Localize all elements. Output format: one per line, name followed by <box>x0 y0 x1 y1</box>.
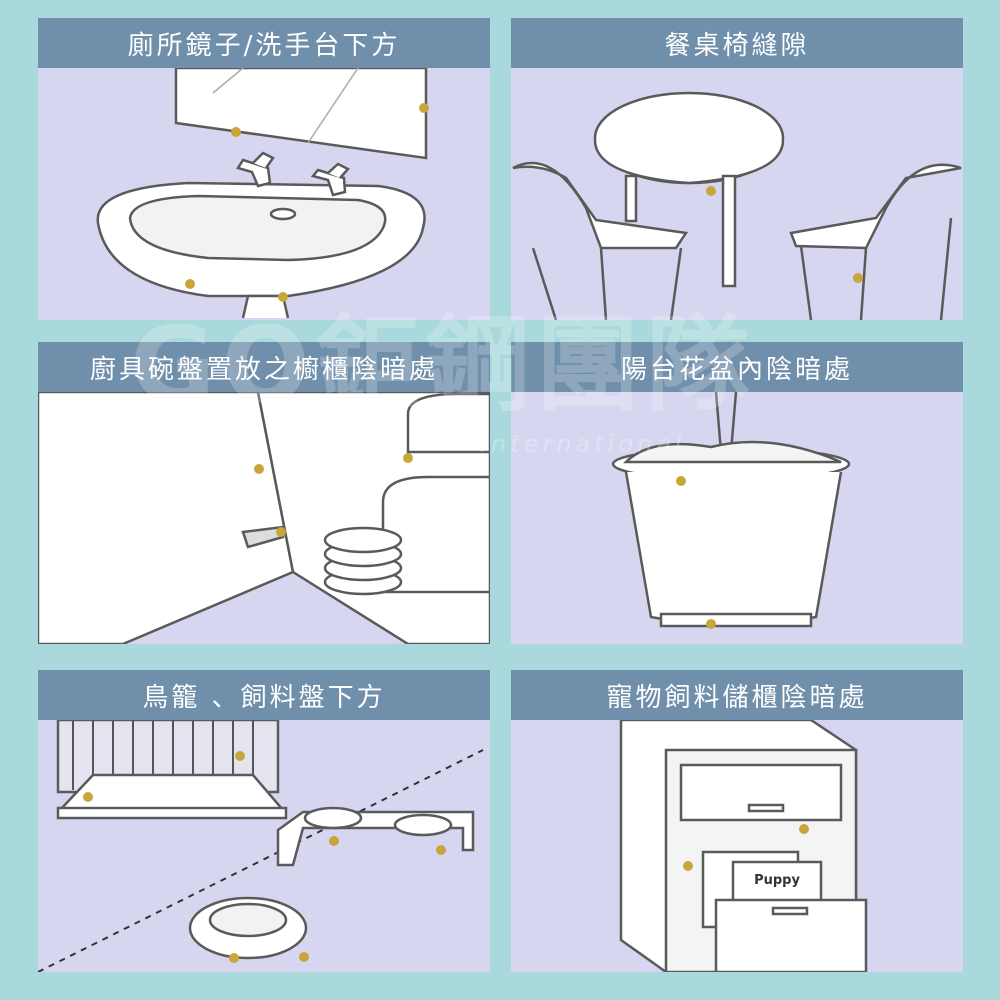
cabinet-illustration <box>38 392 490 644</box>
panel-flowerpot: 陽台花盆內陰暗處 <box>511 342 963 644</box>
panel-bathroom: 廁所鏡子/洗手台下方 <box>38 18 490 320</box>
panel-title: 寵物飼料儲櫃陰暗處 <box>511 670 963 720</box>
pot-illustration <box>611 392 851 629</box>
panel-title: 廚具碗盤置放之櫥櫃陰暗處 <box>38 342 490 392</box>
sink-illustration <box>96 68 429 319</box>
egg-dots <box>683 824 809 871</box>
egg-dots <box>706 186 863 283</box>
table-illustration <box>512 91 962 320</box>
cage-illustration <box>38 720 484 972</box>
pet-cabinet-illustration: Puppy <box>619 720 868 972</box>
panel-title: 餐桌椅縫隙 <box>511 18 963 68</box>
panel-title: 鳥籠 、飼料盤下方 <box>38 670 490 720</box>
egg-dots <box>185 103 429 302</box>
egg-dots <box>254 453 413 537</box>
panel-petfood: 寵物飼料儲櫃陰暗處 Puppy <box>511 670 963 972</box>
panel-dining: 餐桌椅縫隙 <box>511 18 963 320</box>
panel-title: 陽台花盆內陰暗處 <box>511 342 963 392</box>
panel-title: 廁所鏡子/洗手台下方 <box>38 18 490 68</box>
egg-dots <box>83 751 446 963</box>
panel-birdcage: 鳥籠 、飼料盤下方 <box>38 670 490 972</box>
bag-label: Puppy <box>754 873 800 888</box>
egg-dots <box>676 476 716 629</box>
panel-kitchen: 廚具碗盤置放之櫥櫃陰暗處 <box>38 342 490 644</box>
